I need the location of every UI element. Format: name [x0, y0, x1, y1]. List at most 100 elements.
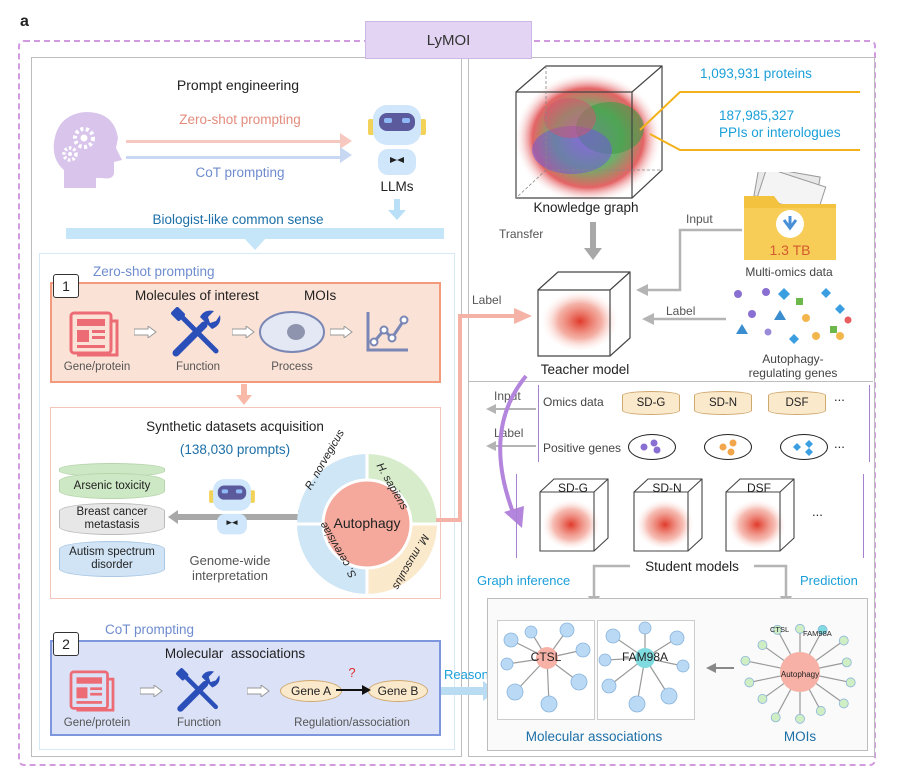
ppis-label: PPIs or interologues	[719, 125, 841, 140]
species-wheel	[297, 454, 437, 594]
network-node	[772, 624, 783, 635]
mois-label: MOIs	[783, 729, 817, 744]
title-tab: LyMOI	[365, 21, 532, 59]
step-arrow	[330, 326, 353, 338]
autophagy-genes-icon	[734, 288, 852, 344]
multi-omics-folder-icon	[744, 172, 836, 260]
graph-inference-label: Graph inference	[477, 573, 571, 588]
llm-down-arrow	[388, 199, 406, 220]
section-2-badge: 2	[53, 632, 79, 656]
network-node	[540, 695, 558, 713]
autophagy-center: Autophagy	[333, 515, 401, 531]
zero-shot-label: Zero-shot prompting	[179, 112, 301, 127]
moi-label-fam98a: FAM98A	[803, 629, 832, 638]
network-hub	[635, 648, 655, 668]
label-left-text: Label	[472, 293, 502, 307]
cot-section-header: CoT prompting	[105, 622, 195, 637]
network-node	[744, 677, 755, 688]
dataset-breast-cancer-label: Breast cancer metastasis	[76, 506, 148, 531]
common-sense-label: Biologist-like common sense	[152, 212, 324, 227]
student-model-label: SD-N	[652, 481, 682, 495]
network-hub	[536, 647, 558, 669]
students-bracket	[516, 474, 864, 558]
positive-genes-purple	[628, 434, 676, 460]
tools-icon	[171, 307, 221, 357]
network-node	[841, 657, 852, 668]
ppis-count: 187,985,327	[719, 108, 795, 123]
chart-icon	[366, 312, 409, 352]
section-2-number: 2	[62, 636, 70, 652]
autophagy-genes-label-1: Autophagy-	[762, 352, 824, 366]
student-model-label: DSF	[747, 481, 771, 495]
moi-to-ma-arrow	[706, 663, 734, 673]
step-process: Process	[271, 361, 313, 373]
zero-shot-arrow	[126, 140, 342, 143]
student-model-cube: SD-G	[537, 476, 611, 559]
step-gene-protein: Gene/protein	[63, 361, 131, 373]
dataset-autism-label: Autism spectrum disorder	[69, 546, 155, 571]
title: LyMOI	[426, 31, 471, 49]
moi-title: Molecules of interest	[135, 288, 259, 303]
teacher-model-cube	[537, 271, 631, 357]
ma-node-ctsl: CTSL	[530, 650, 562, 664]
positive-bracket	[538, 432, 870, 462]
network-hub	[780, 652, 820, 692]
student-ellipsis: ...	[812, 504, 823, 519]
reason-label: Reason	[444, 667, 489, 682]
workflow-column	[39, 253, 455, 750]
teacher-model-label: Teacher model	[540, 362, 630, 377]
omics-input-arrow	[486, 404, 536, 414]
multi-omics-label: Multi-omics data	[745, 265, 833, 279]
gene-a-label: Gene A	[290, 684, 332, 698]
common-sense-bar	[66, 228, 444, 250]
network-node	[817, 624, 828, 635]
panel-label: a	[20, 13, 29, 30]
student-model-cube: SD-N	[631, 476, 705, 559]
network-node	[524, 625, 538, 639]
cot-label: CoT prompting	[195, 165, 285, 180]
gene-a-node: Gene A	[280, 680, 342, 702]
network-node	[669, 630, 685, 646]
cot-arrow	[126, 156, 342, 159]
omics-sd-n-label: SD-N	[708, 396, 738, 409]
network-node	[757, 640, 768, 650]
network-node	[815, 706, 826, 716]
document-icon	[69, 311, 119, 357]
gene-b-label: Gene B	[377, 684, 419, 698]
tools-icon	[176, 668, 220, 712]
moi-abbr: MOIs	[304, 288, 337, 303]
dataset-arsenic: Arsenic toxicity	[59, 473, 165, 499]
network-node	[605, 628, 621, 644]
network-node	[503, 632, 519, 648]
network-node	[757, 694, 768, 704]
zero-shot-section-header: Zero-shot prompting	[93, 264, 215, 279]
network-node	[601, 678, 617, 694]
input-label-top: Input	[686, 212, 713, 226]
network-node	[570, 673, 588, 691]
distill-arrow	[498, 374, 528, 528]
section-1-badge: 1	[53, 274, 79, 298]
dataset-arsenic-label: Arsenic toxicity	[73, 479, 151, 492]
omics-bracket	[538, 385, 870, 437]
ma-node-fam98a: FAM98A	[621, 650, 669, 664]
interpretation-label: interpretation	[192, 568, 268, 583]
network-node	[638, 621, 652, 635]
positive-genes-orange	[704, 434, 752, 460]
step-arrow	[140, 685, 163, 697]
ma-network-fam98a	[598, 621, 690, 713]
network-node	[575, 642, 591, 658]
synthetic-box	[50, 407, 441, 599]
student-model-cube: DSF	[723, 476, 797, 559]
moi-label-ctsl: CTSL	[770, 625, 790, 634]
moi-network	[740, 623, 856, 724]
document-icon	[69, 670, 115, 712]
prediction-label: Prediction	[800, 573, 858, 588]
network-node	[598, 653, 612, 667]
transfer-label: Transfer	[499, 227, 544, 241]
robot-genome-icon	[209, 479, 255, 535]
positive-ellipsis: ...	[834, 436, 845, 451]
knowledge-graph-cube	[514, 65, 663, 204]
step2-gene-protein: Gene/protein	[63, 717, 131, 729]
label-arrow-to-teacher	[436, 308, 532, 522]
label-right: Label	[666, 304, 696, 318]
